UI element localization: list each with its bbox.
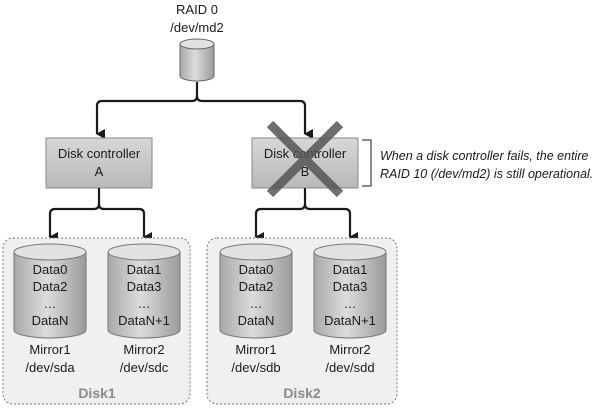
disk2-mirror1-name: Mirror1	[235, 342, 276, 357]
disk2-mirror1-cylinder-icon	[219, 243, 293, 339]
annotation-line-2: RAID 10 (/dev/md2) is still operational.	[380, 167, 593, 181]
connector-raid-to-controller-b	[195, 95, 313, 139]
connector-controller-b-to-mirrors	[254, 188, 307, 242]
disk2-mirror1-device: /dev/sdb	[231, 360, 280, 375]
connector-raid-to-controllers	[95, 82, 199, 139]
disk-group-1-label: Disk1	[78, 385, 116, 401]
controller-a-letter: A	[95, 164, 104, 179]
disk2-mirror1-data-1: Data2	[239, 279, 274, 294]
disk2-mirror2-data-2: …	[344, 296, 357, 311]
disk2-mirror1-data-2: …	[250, 296, 263, 311]
disk1-mirror1-data-2: …	[44, 296, 57, 311]
disk1-mirror2-cylinder-icon	[107, 243, 181, 339]
disk1-mirror2-data-2: …	[138, 296, 151, 311]
disk2-mirror2-name: Mirror2	[329, 342, 370, 357]
disk1-mirror2-device: /dev/sdc	[120, 360, 169, 375]
failed-x-icon	[266, 120, 344, 198]
disk1-mirror2-data-0: Data1	[127, 262, 162, 277]
raid0-cylinder-icon	[179, 38, 215, 82]
disk1-mirror2-data-1: Data3	[127, 279, 162, 294]
disk2-mirror2-data-0: Data1	[333, 262, 368, 277]
disk-group-2-label: Disk2	[283, 385, 321, 401]
disk1-mirror1-name: Mirror1	[29, 342, 70, 357]
disk1-mirror1-data-0: Data0	[33, 262, 68, 277]
disk2-mirror2-data-1: Data3	[333, 279, 368, 294]
disk2-mirror2-data-3: DataN+1	[324, 313, 376, 328]
disk-controller-a: Disk controller A	[45, 137, 153, 189]
connector-controller-a-to-mirrors	[48, 188, 101, 242]
raid-title: RAID 0	[176, 2, 218, 17]
disk1-mirror1-data-1: Data2	[33, 279, 68, 294]
raid-device: /dev/md2	[170, 20, 223, 35]
connector-controller-b-to-mirror2	[303, 203, 358, 242]
disk1-mirror1-data-3: DataN	[32, 313, 69, 328]
disk2-mirror1-data-3: DataN	[238, 313, 275, 328]
disk1-mirror1-cylinder-icon	[13, 243, 87, 339]
disk1-mirror2-data-3: DataN+1	[118, 313, 170, 328]
disk1-mirror1-device: /dev/sda	[25, 360, 75, 375]
annotation-line-1: When a disk controller fails, the entire	[380, 149, 588, 163]
disk1-mirror2-name: Mirror2	[123, 342, 164, 357]
disk2-mirror2-cylinder-icon	[313, 243, 387, 339]
connector-controller-a-to-mirror2	[97, 203, 152, 242]
controller-b-letter: B	[301, 164, 310, 179]
disk2-mirror1-data-0: Data0	[239, 262, 274, 277]
controller-a-label: Disk controller	[58, 146, 141, 161]
annotation-bracket	[362, 139, 372, 187]
disk2-mirror2-device: /dev/sdd	[325, 360, 374, 375]
